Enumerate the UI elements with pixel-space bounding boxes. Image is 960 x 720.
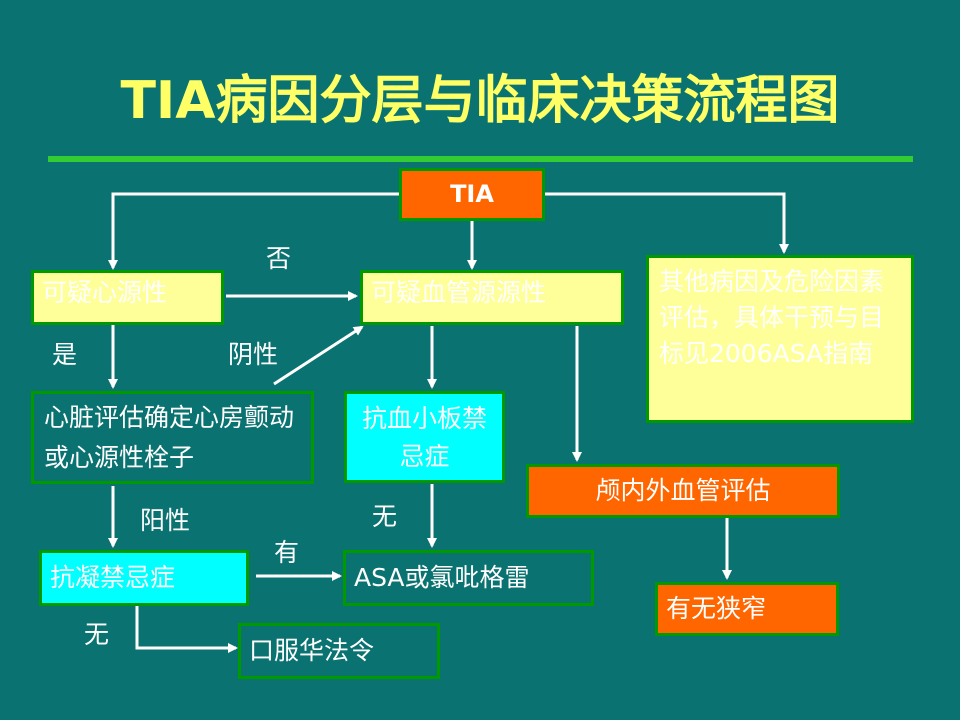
page-title: TIA病因分层与临床决策流程图 [120, 71, 840, 131]
label-none-anticoag: 无 [84, 620, 110, 649]
node-stenosis: 有无狭窄 [655, 582, 839, 636]
label-no: 否 [266, 244, 292, 273]
arrow-anticoag-to-warfarin [135, 606, 238, 653]
label-negative: 阴性 [228, 340, 279, 369]
node-intracranial-eval: 颅内外血管评估 [526, 464, 840, 518]
node-tia: TIA [399, 168, 545, 221]
node-vascular-suspect: 可疑血管源源性 [360, 270, 624, 325]
label-none-antiplatelet: 无 [372, 502, 398, 531]
node-antiplatelet-contra: 抗血小板禁忌症 [344, 391, 505, 483]
arrow-tia-to-other [544, 192, 789, 254]
node-anticoag-contra: 抗凝禁忌症 [39, 550, 249, 606]
title-divider [48, 156, 913, 162]
node-cardiac-eval: 心脏评估确定心房颤动或心源性栓子 [31, 391, 314, 484]
node-other-causes: 其他病因及危险因素评估，具体干预与目标见2006ASA指南 [646, 255, 914, 423]
node-cardiac-suspect: 可疑心源性 [31, 270, 224, 325]
arrow-tia-to-cardiac [108, 192, 400, 270]
node-warfarin: 口服华法令 [238, 623, 440, 679]
label-has: 有 [274, 538, 300, 567]
label-yes: 是 [52, 340, 78, 369]
node-asa-clopidogrel: ASA或氯吡格雷 [343, 550, 594, 606]
arrow-eval-negative-to-vascular [273, 325, 364, 386]
label-positive: 阳性 [140, 506, 191, 535]
